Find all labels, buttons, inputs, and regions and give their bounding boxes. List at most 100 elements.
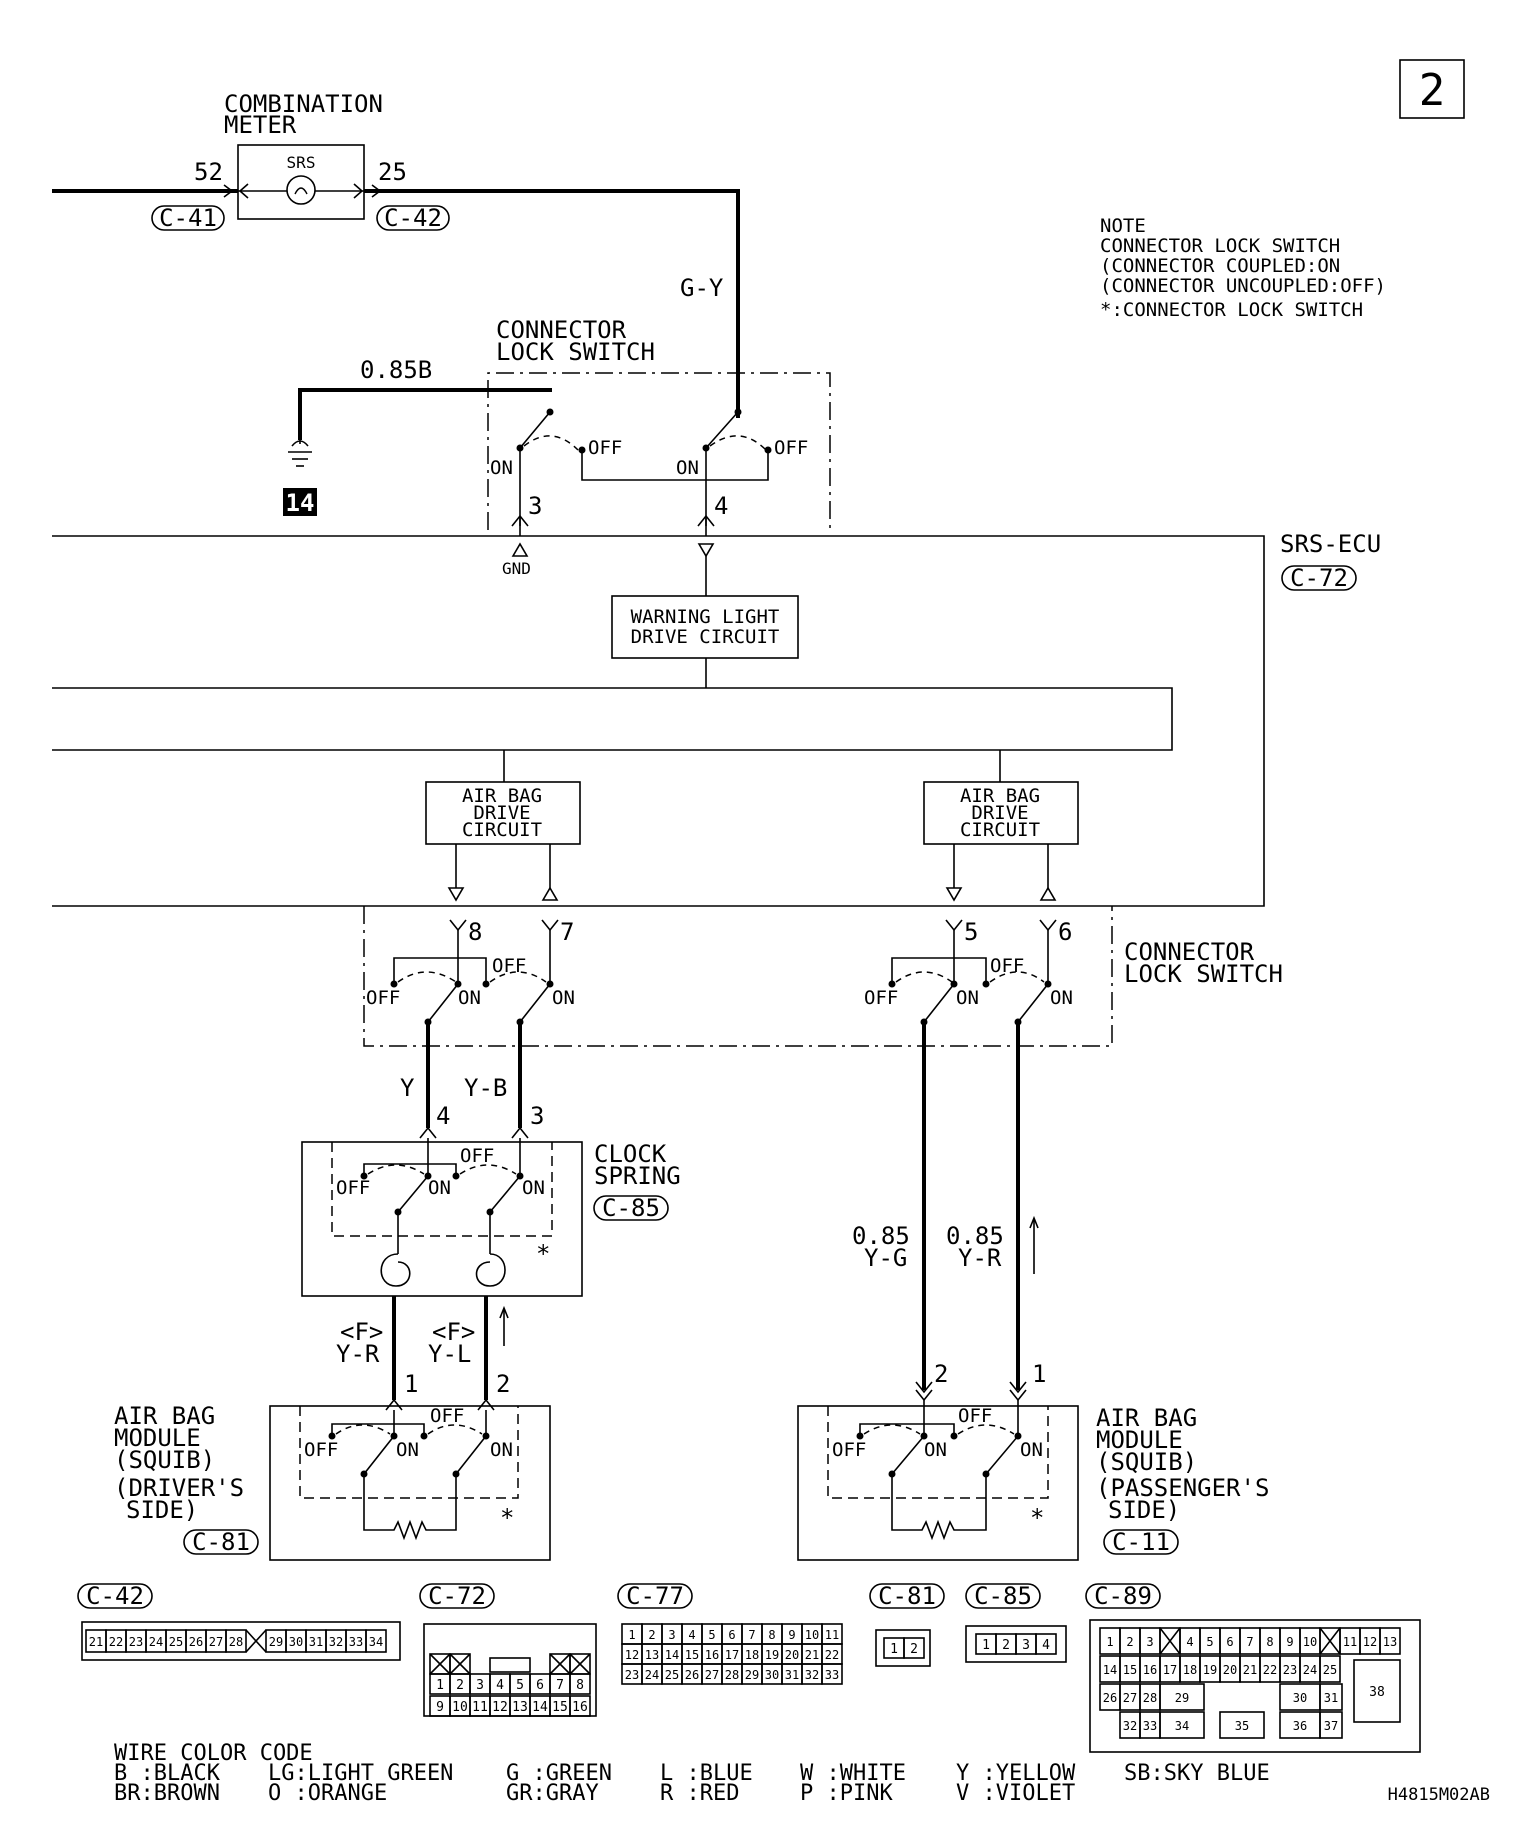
c42-pin-30: 30 <box>289 1635 303 1649</box>
c85-pin-4: 4 <box>1042 1638 1050 1653</box>
c72-pin-6: 6 <box>536 1678 544 1693</box>
c72-pin-14: 14 <box>532 1700 548 1715</box>
c89-pin-31: 31 <box>1324 1691 1338 1705</box>
c72-pin-8-cell <box>569 1673 591 1695</box>
clock-spring-coil-1 <box>380 1253 411 1287</box>
conn-face-tag-c77: C-77 <box>617 1582 693 1610</box>
cs-on-2: ON <box>522 1177 545 1199</box>
c72-pin-10: 10 <box>452 1700 468 1715</box>
passenger-module-box <box>797 1405 1079 1561</box>
md-on-2: ON <box>490 1439 513 1461</box>
c77-pin-16: 16 <box>705 1648 719 1662</box>
c77-pin-23: 23 <box>625 1668 639 1682</box>
mp-off-1: OFF <box>832 1439 866 1461</box>
cls-top-label-1: CONNECTOR <box>496 316 627 344</box>
clock-spring-label-2: SPRING <box>594 1162 681 1190</box>
cls-top-boundary <box>487 372 831 532</box>
c42-pin-33: 33 <box>349 1635 363 1649</box>
clock-spring-star: * <box>536 1240 550 1268</box>
c77-pin-15: 15 <box>685 1648 699 1662</box>
mod-d-pin-2: 2 <box>496 1370 510 1398</box>
c81-pin-1: 1 <box>890 1642 898 1657</box>
c89-pin-25: 25 <box>1323 1663 1337 1677</box>
c89-pin-35: 35 <box>1235 1719 1249 1733</box>
air-bag-drive-circuit-driver <box>425 781 581 845</box>
cls-mid-on-1: ON <box>458 987 481 1009</box>
c89-pin-29-cell <box>1159 1683 1205 1711</box>
c89-pin-10: 10 <box>1303 1635 1317 1649</box>
c89-pin-38: 38 <box>1369 1685 1385 1700</box>
wire-color-row2-0: BR:BROWN <box>114 1781 220 1806</box>
md-on-1: ON <box>396 1439 419 1461</box>
abd2-l1: AIR BAG <box>960 785 1040 807</box>
mod-p-pin-1: 1 <box>1032 1360 1046 1388</box>
c77-pin-31: 31 <box>785 1668 799 1682</box>
c77-pin-20: 20 <box>785 1648 799 1662</box>
c81-pin-2: 2 <box>910 1642 918 1657</box>
driver-module-box <box>269 1405 551 1561</box>
squib-resistor-driver <box>363 1474 457 1541</box>
cls-top-label-2: LOCK SWITCH <box>496 338 655 366</box>
c89-pin-19: 19 <box>1203 1663 1217 1677</box>
c77-pin-10: 10 <box>805 1628 819 1642</box>
c89-pin-28: 28 <box>1143 1691 1157 1705</box>
clock-spring-label-1: CLOCK <box>594 1140 667 1168</box>
internal-bus <box>52 687 1173 751</box>
wire-color-row2-2: GR:GRAY <box>506 1781 599 1806</box>
c85-pin-2: 2 <box>1002 1638 1010 1653</box>
c72-pin-11: 11 <box>472 1700 488 1715</box>
mod-d-pin-1: 1 <box>404 1370 418 1398</box>
wire-color-row1-0: B :BLACK <box>114 1761 221 1786</box>
wire-label-y: Y <box>400 1074 415 1102</box>
c89-pin-6: 6 <box>1226 1635 1233 1649</box>
cls-mid-boundary <box>363 906 1113 1047</box>
module-p-l5: SIDE) <box>1108 1496 1180 1524</box>
c77-pin-5: 5 <box>708 1628 715 1642</box>
blank-cavity-mark <box>429 1653 451 1675</box>
wire-color-row1-4: W :WHITE <box>800 1761 906 1786</box>
c89-pin-34-cell <box>1159 1711 1205 1739</box>
mp-off-2: OFF <box>958 1405 992 1427</box>
gnd-label: GND <box>502 559 531 578</box>
c72-pin-16-cell <box>569 1695 591 1717</box>
svg-text:C-11: C-11 <box>1112 1528 1170 1556</box>
wire-color-row1-6: SB:SKY BLUE <box>1124 1761 1270 1786</box>
c89-pin-27: 27 <box>1123 1691 1137 1705</box>
clock-spring-box <box>301 1141 583 1297</box>
c77-pin-7: 7 <box>748 1628 755 1642</box>
cls-top-on-1: ON <box>490 457 513 479</box>
diagram-code: H4815M02AB <box>1388 1785 1490 1805</box>
note-title: NOTE <box>1100 215 1146 237</box>
wire-color-row2-4: P :PINK <box>800 1781 893 1806</box>
c77-pin-18: 18 <box>745 1648 759 1662</box>
wire-color-row2-5: V :VIOLET <box>956 1781 1075 1806</box>
c81-pin-2-cell <box>903 1637 925 1659</box>
c89-pin-32: 32 <box>1123 1719 1137 1733</box>
abd1-l1: AIR BAG <box>462 785 542 807</box>
c42-pin-32: 32 <box>329 1635 343 1649</box>
wire-label-085b: 0.85B <box>360 356 432 384</box>
c72-key-cell <box>489 1657 531 1673</box>
c77-pin-4: 4 <box>688 1628 695 1642</box>
conn-tag-c11: C-11 <box>1103 1528 1179 1556</box>
cs-off-1: OFF <box>336 1177 370 1199</box>
c89-pin-7: 7 <box>1246 1635 1253 1649</box>
c42-pin-21: 21 <box>89 1635 103 1649</box>
c89-pin-17: 17 <box>1163 1663 1177 1677</box>
c77-pin-8: 8 <box>768 1628 775 1642</box>
c42-pin-27: 27 <box>209 1635 223 1649</box>
c72-pin-2: 2 <box>456 1678 464 1693</box>
cls-mid-off-2: OFF <box>492 955 526 977</box>
c77-pin-14: 14 <box>665 1648 679 1662</box>
c42-pin-34: 34 <box>369 1635 383 1649</box>
svg-text:C-81: C-81 <box>878 1582 936 1610</box>
ecu-pin-8: 8 <box>468 918 482 946</box>
svg-text:C-42: C-42 <box>86 1582 144 1610</box>
wire-color-row1-3: L :BLUE <box>660 1761 753 1786</box>
module-d-l1: AIR BAG <box>114 1402 215 1430</box>
